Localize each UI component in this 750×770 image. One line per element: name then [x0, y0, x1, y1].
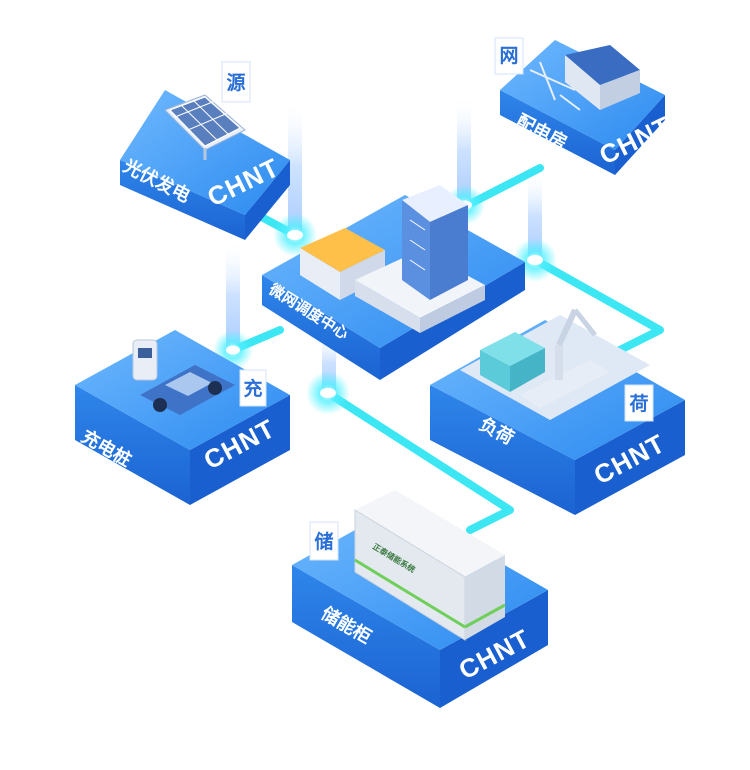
- storage-platform-side-left: [292, 565, 440, 708]
- battery-cabinet-icon: 正泰储能系统: [354, 490, 506, 641]
- center-platform-side-left: [262, 275, 380, 380]
- load-platform-side-left: [430, 385, 575, 515]
- distribution-platform-side-right: [615, 95, 665, 175]
- load-tag-flag: 荷: [624, 384, 654, 422]
- node-pv[interactable]: 源 光伏发电 CHNT: [119, 61, 290, 240]
- node-storage[interactable]: 正泰储能系统 储 储能柜 CHNT: [292, 490, 548, 708]
- substation-house-icon: [529, 45, 640, 111]
- distribution-tag-flag: 网: [494, 37, 524, 75]
- pv-tag-flag: 源: [221, 61, 251, 103]
- pv-platform-side-right: [245, 160, 290, 240]
- pv-platform-side-left: [120, 160, 245, 240]
- storage-tag-flag: 储: [309, 521, 339, 561]
- pv-tag: 源: [226, 71, 245, 94]
- glow-core-charging: [226, 345, 240, 355]
- office-buildings-icon: [300, 185, 485, 333]
- beam-distribution: [457, 95, 471, 205]
- distribution-tag: 网: [499, 45, 518, 67]
- charging-platform-side-left: [75, 385, 190, 505]
- glow-core-storage: [320, 388, 336, 398]
- factory-robot-arm-icon: [460, 308, 650, 420]
- beam-pv: [288, 100, 302, 235]
- ev-charger-car-icon: [132, 339, 235, 415]
- center-platform-side-right: [380, 262, 525, 380]
- glow-core-load: [527, 255, 543, 265]
- node-distribution[interactable]: 网 配电房 CHNT: [494, 37, 676, 175]
- line-center-storage: [324, 389, 514, 534]
- load-platform-side-right: [575, 400, 685, 515]
- node-charging[interactable]: 充 充电桩 CHNT: [75, 330, 290, 505]
- load-tag: 荷: [629, 392, 648, 415]
- node-load[interactable]: 荷 负荷 CHNT: [430, 308, 685, 515]
- node-center[interactable]: 微网调度中心: [262, 185, 525, 380]
- line-center-load: [531, 256, 664, 359]
- solar-panel-icon: [164, 94, 246, 160]
- storage-platform-side-right: [440, 590, 548, 708]
- distribution-platform-side-left: [500, 90, 615, 175]
- storage-tag: 储: [314, 530, 333, 553]
- glow-core-pv: [287, 230, 303, 240]
- charging-tag: 充: [243, 377, 262, 400]
- light-beams: [226, 95, 542, 395]
- beam-load: [528, 170, 542, 260]
- charging-tag-flag: 充: [239, 369, 267, 407]
- charging-platform-side-right: [190, 395, 290, 505]
- beam-charging: [226, 240, 240, 350]
